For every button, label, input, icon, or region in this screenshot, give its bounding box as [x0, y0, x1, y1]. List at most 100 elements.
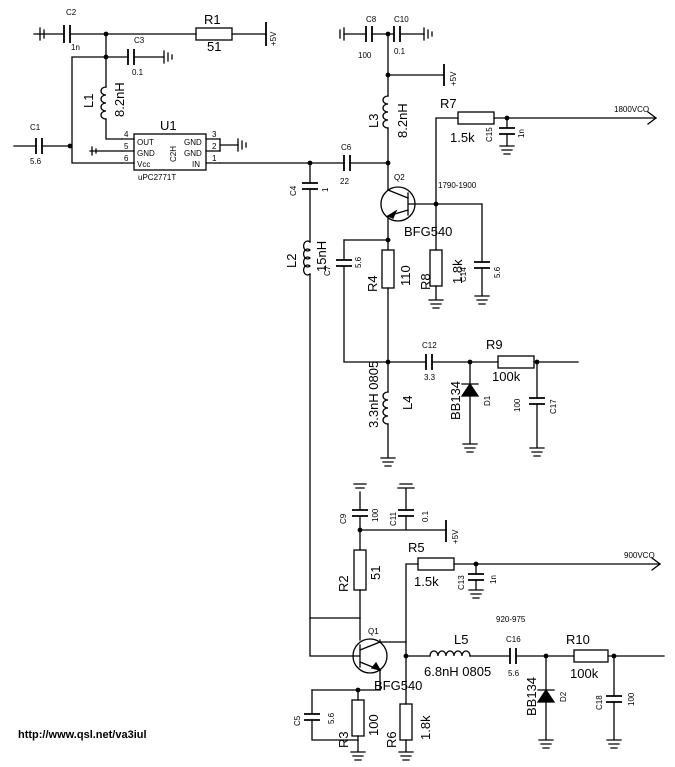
c16-ref: C16	[506, 635, 521, 644]
d1-part: BB134	[448, 381, 463, 420]
l5-value: 6.8nH 0805	[424, 664, 491, 679]
c16-value: 5.6	[508, 669, 520, 678]
r4-ref: R4	[365, 275, 380, 292]
l5-ref: L5	[454, 632, 468, 647]
r3-value: 100	[366, 714, 381, 736]
q2-part: BFG540	[404, 224, 452, 239]
c12-ref: C12	[422, 341, 437, 350]
u1-vcc-label: Vcc	[137, 160, 150, 169]
footer-url: http://www.qsl.net/va3iul	[18, 729, 147, 741]
r2-value: 51	[368, 566, 383, 580]
r4-value: 110	[398, 265, 413, 286]
r1-supply: +5V	[269, 31, 278, 46]
r7-c15-output	[435, 111, 658, 205]
l4-ref: L4	[400, 396, 415, 410]
r4-c7-emitter	[336, 237, 427, 365]
u1-pin6: 6	[124, 154, 129, 163]
r6-resistor	[399, 703, 413, 741]
r5-ref: R5	[408, 540, 425, 555]
r10-ref: R10	[566, 632, 590, 647]
r4-resistor	[381, 249, 395, 289]
d2-part: BB134	[524, 677, 539, 716]
c4-ref: C4	[289, 185, 298, 196]
vco900-port: 900VCO	[624, 551, 655, 560]
r1-value: 51	[207, 39, 221, 54]
c14-ref: C14	[459, 267, 468, 282]
r1-ref: R1	[204, 12, 221, 27]
d1-ref: D1	[483, 395, 492, 406]
c17-value: 100	[513, 398, 522, 412]
c18-value: 100	[627, 692, 636, 706]
l1-ref: L1	[81, 94, 96, 108]
r10-value: 100k	[570, 666, 599, 681]
d2-ref: D2	[559, 691, 568, 702]
l4-value: 3.3nH 0805	[366, 361, 381, 428]
l3-value: 8.2nH	[395, 103, 410, 138]
r3-ref: R3	[336, 731, 351, 748]
q1-transistor	[309, 617, 431, 691]
c8-ref: C8	[366, 15, 377, 24]
r9-ref: R9	[486, 337, 503, 352]
c2-value: 1n	[71, 43, 80, 52]
u1-ref: U1	[160, 118, 177, 133]
c15-value: 1n	[517, 129, 526, 138]
r5-resistor	[417, 557, 455, 571]
l3-ref: L3	[366, 114, 381, 128]
r8-ref: R8	[418, 273, 433, 290]
r2-ref: R2	[336, 575, 351, 592]
c15-ref: C15	[485, 127, 494, 142]
r6-ref: R6	[384, 731, 399, 748]
r5-c13-output	[405, 557, 662, 657]
vco900-supply-label: +5V	[451, 529, 460, 544]
r9-resistor	[497, 355, 535, 369]
range900: 920-975	[496, 615, 526, 624]
c9-value: 100	[371, 508, 380, 522]
vco1800-supply-label: +5V	[449, 71, 458, 86]
u1-pin2: 2	[212, 142, 217, 151]
r1-resistor	[195, 27, 233, 41]
u1-pin3: 3	[212, 130, 217, 139]
r6-value: 1.8k	[418, 715, 433, 740]
u1-out-label: OUT	[137, 138, 154, 147]
vco900-supply	[352, 483, 447, 641]
l2-ref: L2	[284, 254, 299, 268]
c4-value: 1	[321, 187, 330, 192]
c12-value: 3.3	[424, 373, 436, 382]
l2-value: 15nH	[314, 241, 329, 272]
range1800: 1790-1900	[438, 181, 477, 190]
c6-ref: C6	[341, 143, 352, 152]
c1-value: 5.6	[30, 157, 42, 166]
u1-amplifier	[89, 133, 345, 171]
u1-gnd-label: GND	[137, 149, 155, 158]
u1-marking: C2H	[169, 146, 178, 162]
u1-pin1: 1	[212, 154, 217, 163]
r7-ref: R7	[440, 96, 457, 111]
r3-resistor	[351, 699, 365, 737]
u1-gnd-label-2: GND	[184, 138, 202, 147]
q2-ref: Q2	[394, 173, 405, 182]
c3-value: 0.1	[132, 68, 144, 77]
r9-value: 100k	[492, 369, 521, 384]
q1-part: BFG540	[374, 678, 422, 693]
c13-value: 1n	[489, 575, 498, 584]
l5-c16-d2-tank	[429, 648, 665, 749]
r7-resistor	[457, 111, 495, 125]
c7-ref: C7	[323, 265, 332, 276]
c18-ref: C18	[595, 695, 604, 710]
c10-value: 0.1	[394, 47, 406, 56]
vco1800-port: 1800VCO	[614, 105, 649, 114]
c2-r1-supply-network	[33, 22, 267, 164]
u1-pin5: 5	[124, 142, 129, 151]
r2-resistor	[353, 549, 367, 591]
r10-resistor	[573, 649, 609, 663]
c1-ref: C1	[30, 123, 41, 132]
c9-ref: C9	[339, 513, 348, 524]
u1-part: uPC2771T	[138, 173, 176, 182]
c6-value: 22	[340, 177, 349, 186]
u1-gnd-label-3: GND	[184, 149, 202, 158]
c14-value: 5.6	[493, 266, 502, 278]
l4-c12-d1-tank	[380, 354, 579, 467]
q1-ref: Q1	[368, 627, 379, 636]
r8-bias	[428, 203, 444, 309]
